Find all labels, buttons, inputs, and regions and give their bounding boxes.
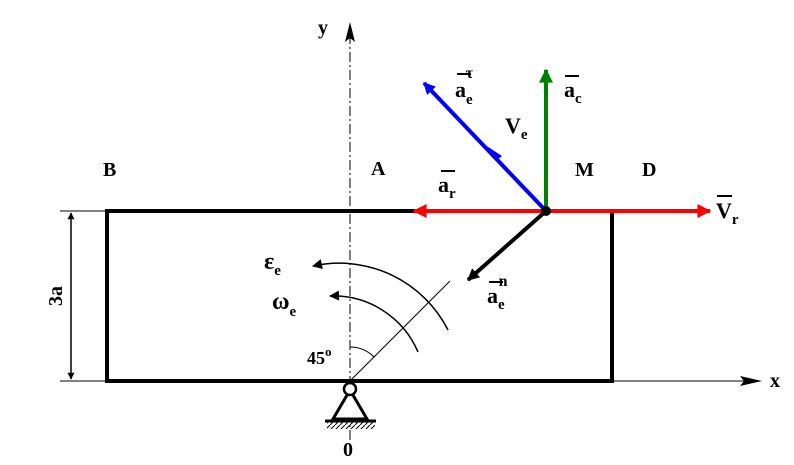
point-label-D: D xyxy=(642,159,656,181)
rectangular-plate xyxy=(105,209,614,383)
svg-text:aen: aen xyxy=(487,273,508,313)
epsilon-label: εe xyxy=(264,249,281,279)
svg-text:ar: ar xyxy=(438,172,456,202)
normal-acceleration-label: aen xyxy=(487,273,508,313)
y-axis-arrowhead xyxy=(345,22,355,42)
angular-velocity-arc xyxy=(329,290,419,353)
x-axis-label: x xyxy=(770,370,780,392)
angle-label: 45o xyxy=(307,344,332,368)
relative-acceleration-label: ar xyxy=(438,170,456,202)
normal-acceleration-vector xyxy=(466,209,548,282)
x-axis-arrowhead xyxy=(740,376,762,386)
pin-support xyxy=(325,381,376,429)
coriolis-acceleration-label: ac xyxy=(564,75,582,107)
svg-text:ac: ac xyxy=(564,77,582,107)
transport-velocity-arrowhead xyxy=(479,141,502,161)
y-axis-label: y xyxy=(318,17,328,39)
tangential-acceleration-label: aeτ xyxy=(455,65,474,108)
point-M-dot xyxy=(541,206,551,216)
svg-text:Vr: Vr xyxy=(716,198,739,228)
svg-text:aeτ: aeτ xyxy=(455,65,474,108)
omega-label: ωe xyxy=(272,289,297,320)
radius-line-OM xyxy=(349,280,451,382)
point-label-B: B xyxy=(103,159,116,181)
origin-label: 0 xyxy=(343,439,353,461)
angle-arc xyxy=(349,346,375,358)
transport-velocity-label: Ve xyxy=(505,113,528,143)
height-label: 3a xyxy=(45,286,67,306)
angular-acceleration-arc xyxy=(312,259,449,331)
relative-velocity-label: Vr xyxy=(716,195,739,228)
point-label-A: A xyxy=(371,158,386,180)
point-label-M: M xyxy=(575,159,594,181)
